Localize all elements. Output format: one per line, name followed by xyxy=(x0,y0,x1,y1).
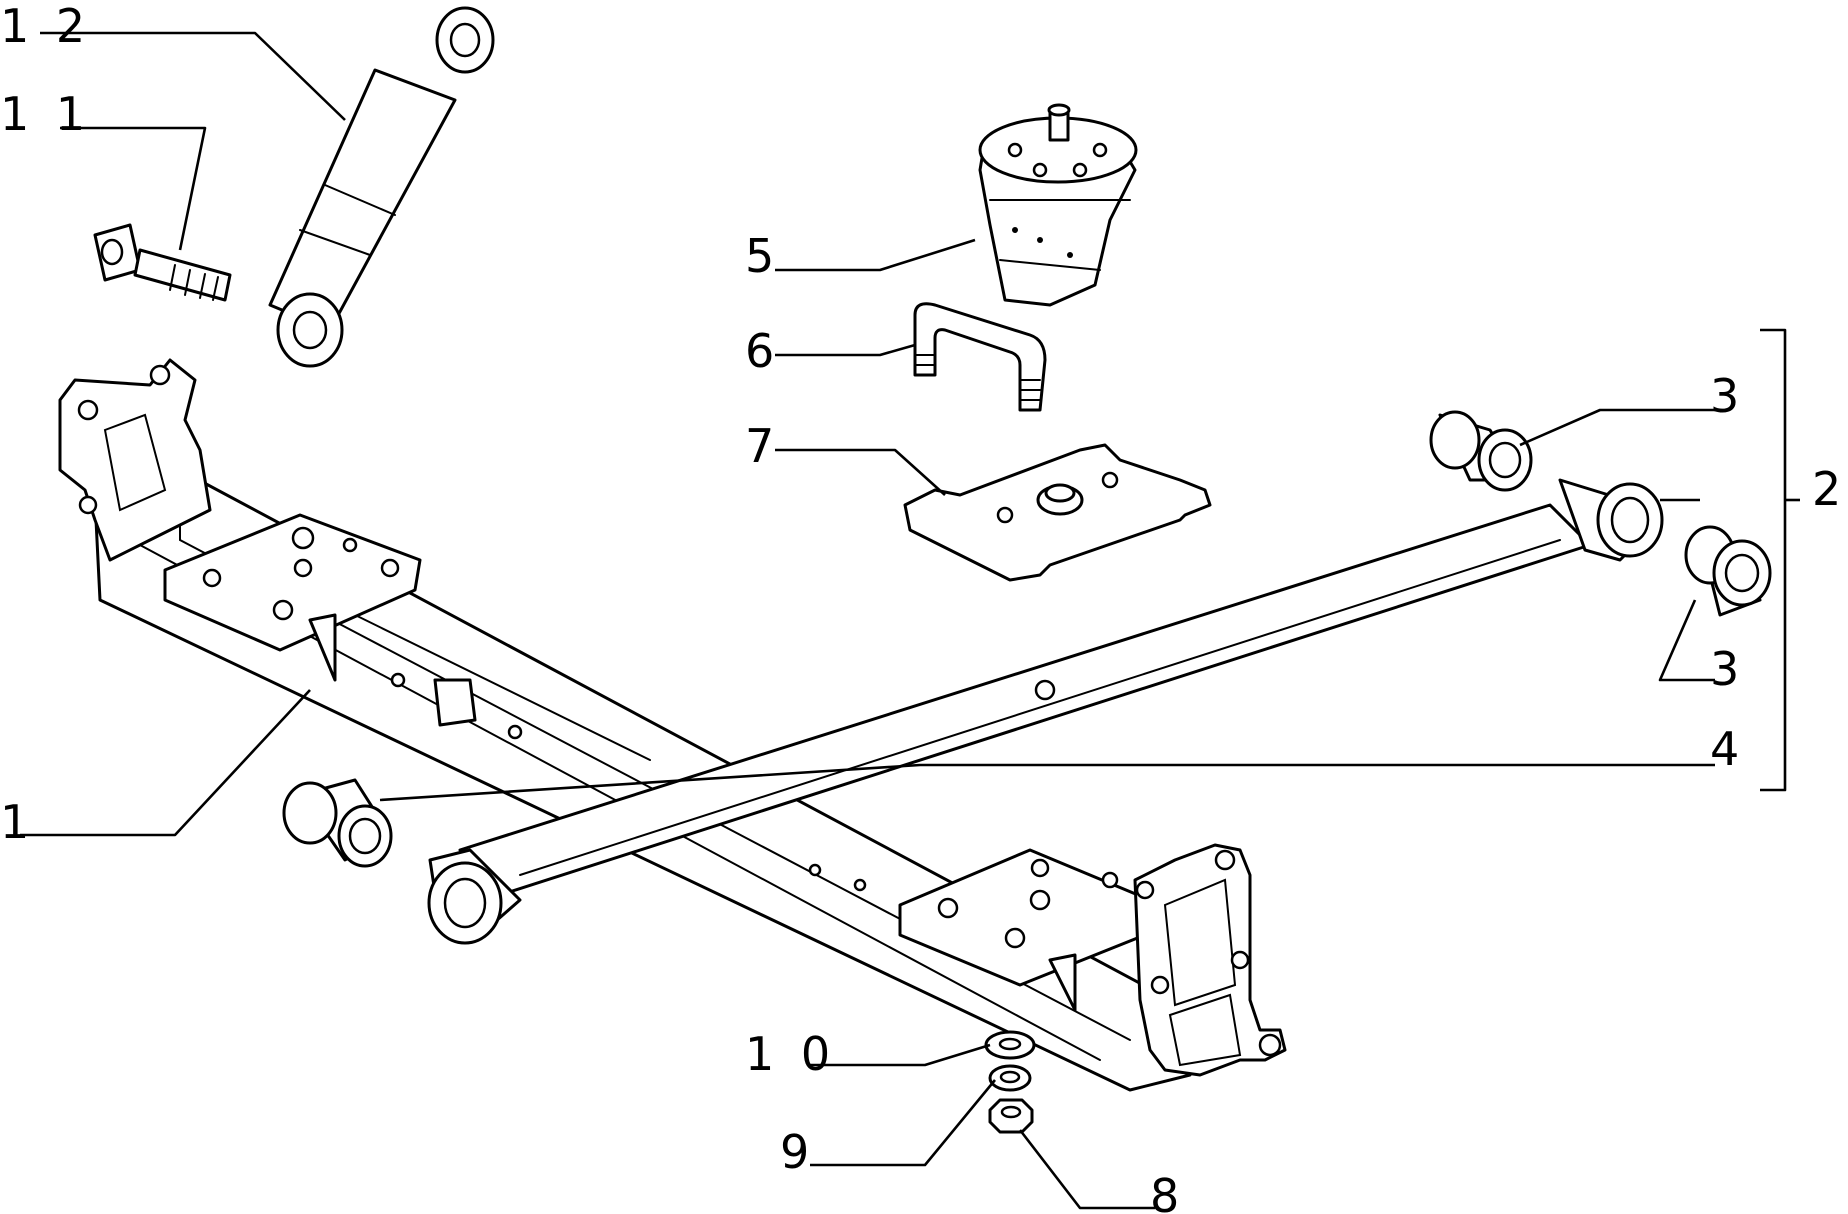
lock-washer xyxy=(988,1064,1032,1092)
callout-3-top: 3 xyxy=(1710,369,1745,423)
spring-plate xyxy=(903,443,1212,582)
shock-absorber xyxy=(268,6,495,368)
bushing-rear-top xyxy=(1429,410,1533,492)
u-bolt xyxy=(913,302,1047,412)
axle-beam xyxy=(58,358,1287,1092)
callout-9: 9 xyxy=(780,1125,815,1179)
callout-5: 5 xyxy=(745,229,780,283)
callout-4: 4 xyxy=(1710,722,1745,776)
callout-1: 1 xyxy=(0,795,35,849)
callout-10: 1 0 xyxy=(745,1027,836,1081)
flat-washer xyxy=(984,1030,1036,1060)
bushing-rear-bottom xyxy=(1684,525,1772,617)
callout-7: 7 xyxy=(745,419,780,473)
callout-6: 6 xyxy=(745,324,780,378)
hex-nut xyxy=(988,1098,1034,1134)
leader-lines xyxy=(20,31,1800,1210)
callout-3-bottom: 3 xyxy=(1710,642,1745,696)
leaf-spring xyxy=(427,478,1664,945)
callout-2: 2 xyxy=(1812,462,1847,516)
bushing-front xyxy=(282,778,393,868)
callout-11: 1 1 xyxy=(0,87,91,141)
bolt xyxy=(93,223,232,302)
callout-8: 8 xyxy=(1150,1169,1185,1214)
callout-12: 1 2 xyxy=(0,0,91,53)
bump-stop xyxy=(978,103,1138,307)
